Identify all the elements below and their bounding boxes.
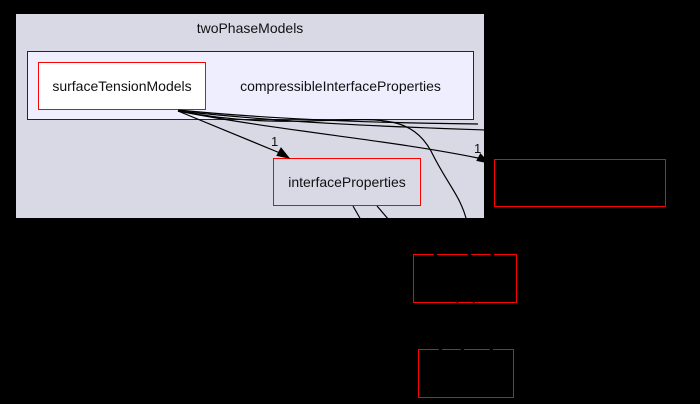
node-label-surfaceTensionModels: surfaceTensionModels [52, 78, 192, 94]
node-interfaceProperties[interactable]: interfaceProperties [273, 158, 421, 206]
node-external-2[interactable] [413, 254, 517, 303]
node-label-interfaceProperties: interfaceProperties [288, 174, 406, 190]
cluster-label-compressibleInterfaceProperties: compressibleInterfaceProperties [240, 78, 441, 94]
cluster-title-twoPhaseModels[interactable]: twoPhaseModels [196, 20, 304, 36]
node-surfaceTensionModels[interactable]: surfaceTensionModels [38, 62, 206, 110]
node-external-1[interactable] [494, 159, 666, 207]
node-external-3[interactable] [418, 349, 514, 398]
